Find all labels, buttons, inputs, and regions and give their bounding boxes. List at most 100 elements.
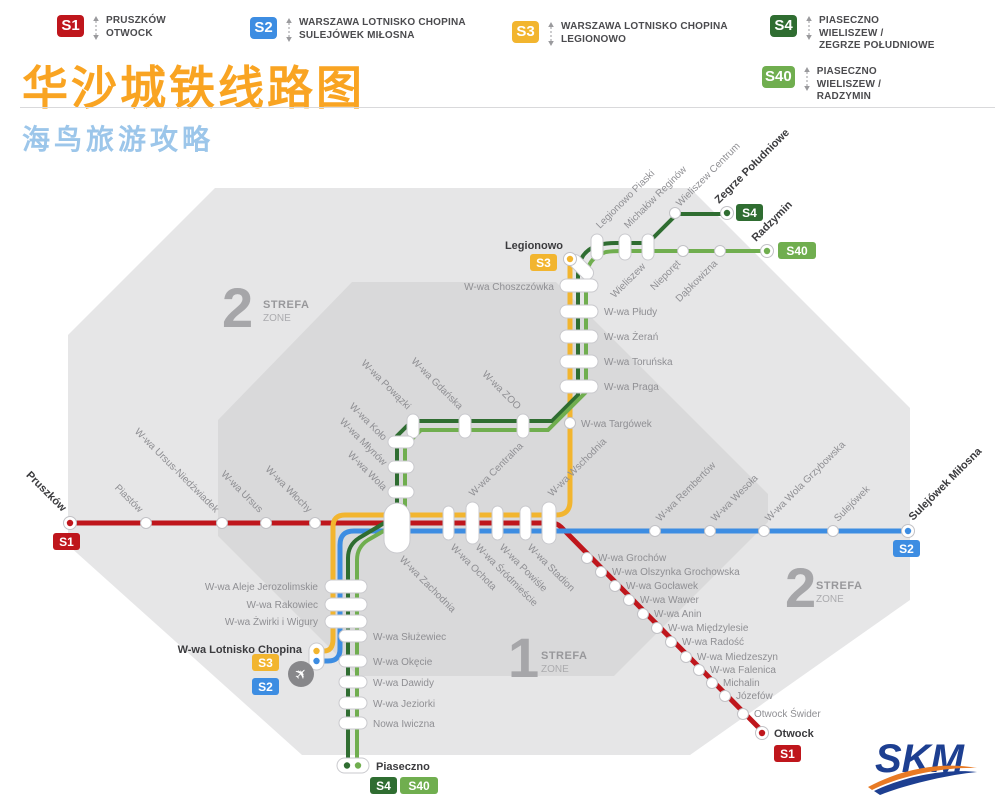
station-label: W-wa Międzylesie (668, 623, 749, 634)
station-marker (541, 501, 557, 545)
station-marker (309, 517, 321, 529)
station-marker (706, 677, 718, 689)
station-marker (651, 622, 663, 634)
station-label: W-wa Targówek (581, 419, 653, 430)
line-badge-label: S40 (408, 779, 430, 793)
station-marker (559, 379, 599, 394)
station-marker (516, 413, 530, 439)
zone-strefa-label: STREFA (263, 299, 309, 311)
station-label: W-wa Olszynka Grochowska (612, 567, 740, 578)
station-label: Piaseczno (376, 761, 430, 773)
station-marker (677, 245, 689, 257)
station-line-dot (354, 762, 362, 769)
station-marker (641, 233, 655, 261)
station-label: Otwock (774, 728, 815, 740)
line-badge (774, 745, 801, 762)
line-badge-label: S2 (899, 542, 914, 556)
line-s4 (346, 212, 727, 763)
zone-strefa-label: STREFA (816, 580, 862, 592)
station-marker (564, 417, 576, 429)
station-marker (324, 579, 368, 594)
station-label: W-wa Żerań (604, 330, 658, 343)
station-marker (465, 501, 480, 545)
station-terminus-dot (763, 247, 771, 255)
station-label: Nowa Iwiczna (373, 719, 435, 730)
station-marker (595, 566, 607, 578)
station-marker (458, 413, 472, 439)
route-endpoints-icon (93, 16, 99, 40)
station-marker (559, 278, 599, 293)
line-badge-label: S3 (536, 256, 551, 270)
line-badge (893, 540, 920, 557)
station-marker (216, 517, 228, 529)
line-badge (530, 254, 557, 271)
station-terminus-dot (758, 729, 766, 737)
station-marker (336, 757, 370, 774)
station-label: W-wa Okęcie (373, 657, 433, 668)
station-label: Pruszków (24, 469, 69, 514)
station-marker (669, 207, 681, 219)
airport-icon: ✈ (288, 661, 314, 687)
route-endpoints-icon (548, 22, 554, 46)
station-marker (581, 552, 593, 564)
station-marker (559, 329, 599, 344)
station-marker (338, 675, 368, 689)
station-label: W-wa Żwirki i Wigury (225, 615, 318, 628)
station-marker (338, 696, 368, 710)
legend-destination: WIELISZEW / (819, 27, 884, 39)
station-marker (324, 597, 368, 612)
line-badge (252, 678, 279, 695)
zone-zone-label: ZONE (263, 313, 291, 324)
legend-destination: WARSZAWA LOTNISKO CHOPINA (561, 21, 728, 32)
legend-destination: WARSZAWA LOTNISKO CHOPINA (299, 17, 466, 28)
zone-number: 2 (785, 556, 816, 619)
line-badge (400, 777, 438, 794)
station-label: Sulejówek Miłosna (907, 445, 985, 523)
line-badge-s3: S3 (512, 21, 539, 43)
station-marker (714, 245, 726, 257)
station-marker (442, 505, 455, 541)
line-badge (778, 242, 816, 259)
station-marker (649, 525, 661, 537)
station-label: Legionowo (505, 240, 563, 252)
line-badge (252, 654, 279, 671)
skm-logo-swoosh-orange (868, 765, 977, 790)
station-marker (387, 435, 415, 449)
line-badge-label: S1 (780, 747, 795, 761)
station-marker (665, 636, 677, 648)
station-label: W-wa Grochów (598, 553, 667, 564)
station-label: W-wa Miedzeszyn (697, 652, 778, 663)
station-marker (590, 233, 604, 261)
station-marker (338, 716, 368, 730)
station-line-dot (313, 657, 320, 665)
line-badge-label: S4 (376, 779, 391, 793)
station-marker (704, 525, 716, 537)
station-terminus-dot (66, 519, 74, 527)
line-badge (736, 204, 763, 221)
legend-destination: RADZYMIN (816, 91, 872, 102)
station-label: W-wa Gocławek (626, 581, 699, 592)
line-badge-label: S40 (786, 244, 808, 258)
line-badge-s2: S2 (250, 17, 277, 39)
station-terminus-dot (904, 527, 912, 535)
line-s2 (318, 528, 908, 664)
station-label: W-wa Choszczówka (464, 282, 554, 293)
station-label: W-wa Aleje Jerozolimskie (205, 582, 319, 593)
station-label: Józefów (736, 691, 773, 702)
station-marker (559, 354, 599, 369)
station-marker (406, 413, 420, 439)
zone-number: 2 (222, 276, 253, 339)
legend-destination: PIASECZNO (816, 66, 877, 77)
line-badge-s4: S4 (770, 15, 797, 37)
legend-destination: ZEGRZE POŁUDNIOWE (819, 40, 935, 51)
station-marker (623, 594, 635, 606)
legend-destination: PRUSZKÓW (106, 15, 166, 26)
legend-destination: OTWOCK (106, 27, 153, 39)
zone-zone-label: ZONE (541, 664, 569, 675)
station-marker (618, 233, 632, 261)
station-marker (491, 505, 504, 541)
line-badge-label: S4 (742, 206, 757, 220)
